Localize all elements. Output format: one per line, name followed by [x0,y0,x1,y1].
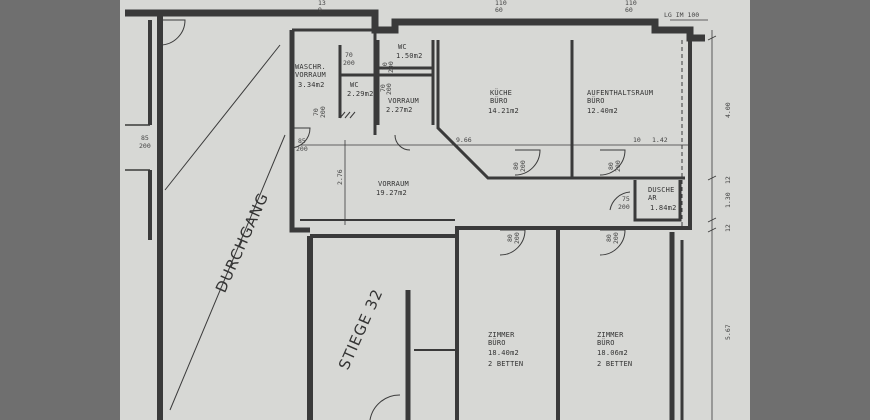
door-swing-4 [514,149,541,176]
plan-code: LG IM 100 [664,11,700,19]
door-swing-9 [369,394,401,420]
wasch-wall [292,28,377,135]
dim-130: 1.30 [724,192,732,208]
dim-top-3: 110 60 [625,0,637,14]
room-waschraum-area: 3.34m2 [298,81,325,89]
corridor-edge [125,124,150,171]
room-aufenthalt-area: 12.40m2 [587,107,618,115]
corridor-right-wall [289,30,310,233]
door-70c-h: 200 [385,83,393,95]
dusche-wall [633,180,682,222]
room-vorraum-main-name: VORRAUM [378,180,409,188]
room-zimmer2-name: ZIMMER BÜRO [597,331,624,347]
dim-276: 2.76 [336,169,344,185]
hatch [339,111,356,119]
room-zimmer2-area: 18.06m2 [597,349,628,357]
room-vorraum-main-area: 19.27m2 [376,189,407,197]
door-70a-h: 200 [343,59,355,67]
door-swing-3 [394,134,411,151]
wc-walls [338,40,435,125]
room-dusche-area: 1.84m2 [650,204,677,212]
kueche-wall [436,40,685,180]
dim-142: 1.42 [652,136,668,144]
door-80c-h: 200 [513,232,521,244]
dim-ticks [707,35,717,233]
dim-10: 10 [633,136,641,144]
door-85-200: 85 [141,134,149,142]
room-kueche-area: 14.21m2 [488,107,519,115]
top-wall [125,9,705,42]
door-70b-h: 200 [319,106,327,118]
dim-400: 4.00 [724,102,732,118]
room-vorraum-small-area: 2.27m2 [386,106,413,114]
room-wc2-area: 2.29m2 [347,90,374,98]
room-vorraum-small-name: VORRAUM [388,97,419,105]
door-swing-6 [499,229,526,256]
room-wc1-area: 1.50m2 [396,52,423,60]
door-70d-h: 200 [387,61,395,73]
door-swing-1 [159,19,186,46]
door-swing-5 [599,149,626,176]
dim-top-2: 110 60 [495,0,507,14]
room-kueche-name: KÜCHE BÜRO [490,89,513,105]
room-zimmer1-area: 18.40m2 [488,349,519,357]
room-zimmer2-note: 2 BETTEN [597,360,633,368]
door-swing-2 [289,127,311,149]
door-75-h: 200 [618,203,630,211]
dim-12b: 12 [724,224,732,232]
room-zimmer1-note: 2 BETTEN [488,360,524,368]
corridor-diagonal-1 [164,44,281,191]
door-80a-h: 200 [519,160,527,172]
room-waschraum-name: WASCHR. VORRAUM [295,63,326,79]
door-80b-h: 200 [614,160,622,172]
dim-567: 5.67 [724,324,732,340]
corridor-diagonal-2 [169,134,286,411]
room-dusche-name: DUSCHE AR [648,186,675,202]
room-wc2-name: WC [350,81,359,89]
door-swing-7 [599,229,626,256]
door-swing-8 [609,191,631,211]
door-80d-h: 200 [612,232,620,244]
door-85b-200: 85 [298,137,306,145]
dim-12a: 12 [724,176,732,184]
dim-966: 9.66 [456,136,472,144]
door-75: 75 [622,195,630,203]
door-70a: 70 [345,51,353,59]
dim-top-1: 13 9 [318,0,326,14]
room-wc1-name: WC [398,43,407,51]
room-aufenthalt-name: AUFENTHALTSRAUM BÜRO [587,89,654,105]
door-85-200-h: 200 [139,142,151,150]
room-zimmer1-name: ZIMMER BÜRO [488,331,515,347]
door-85b-200-h: 200 [296,145,308,153]
